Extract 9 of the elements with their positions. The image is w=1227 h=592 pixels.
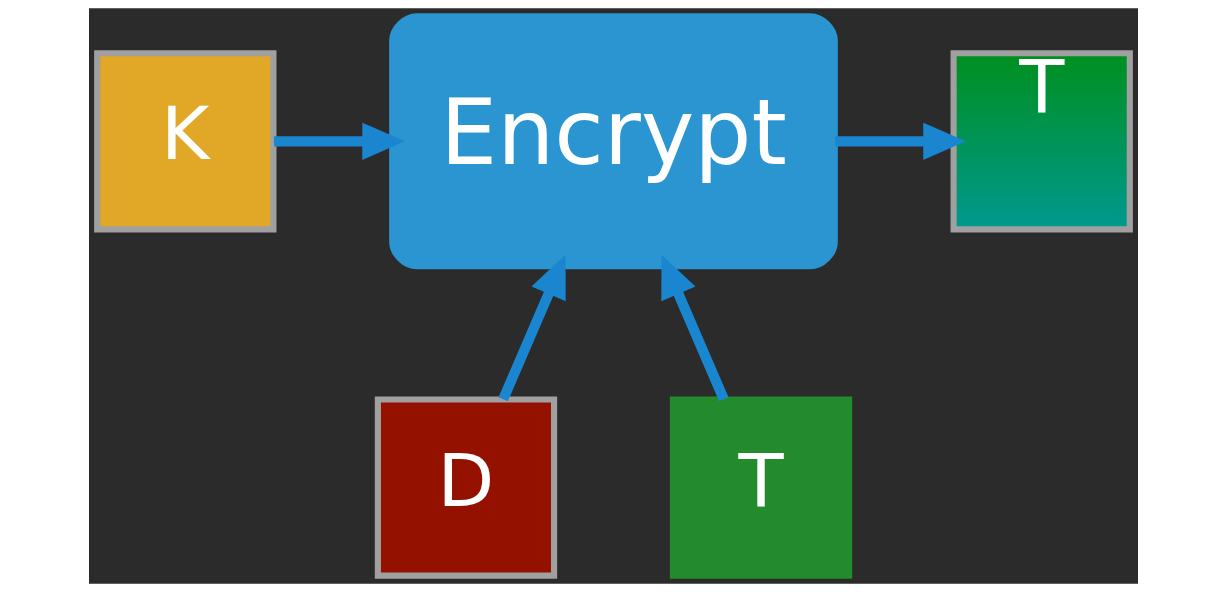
node-box: Encrypt	[389, 13, 838, 270]
node-box: T	[669, 396, 853, 579]
node-box: D	[374, 396, 558, 579]
arrow	[498, 254, 566, 402]
arrow	[273, 122, 405, 160]
node-box: K	[94, 50, 277, 233]
node-box: T	[950, 50, 1133, 233]
arrow	[835, 122, 966, 160]
arrow	[661, 254, 729, 402]
